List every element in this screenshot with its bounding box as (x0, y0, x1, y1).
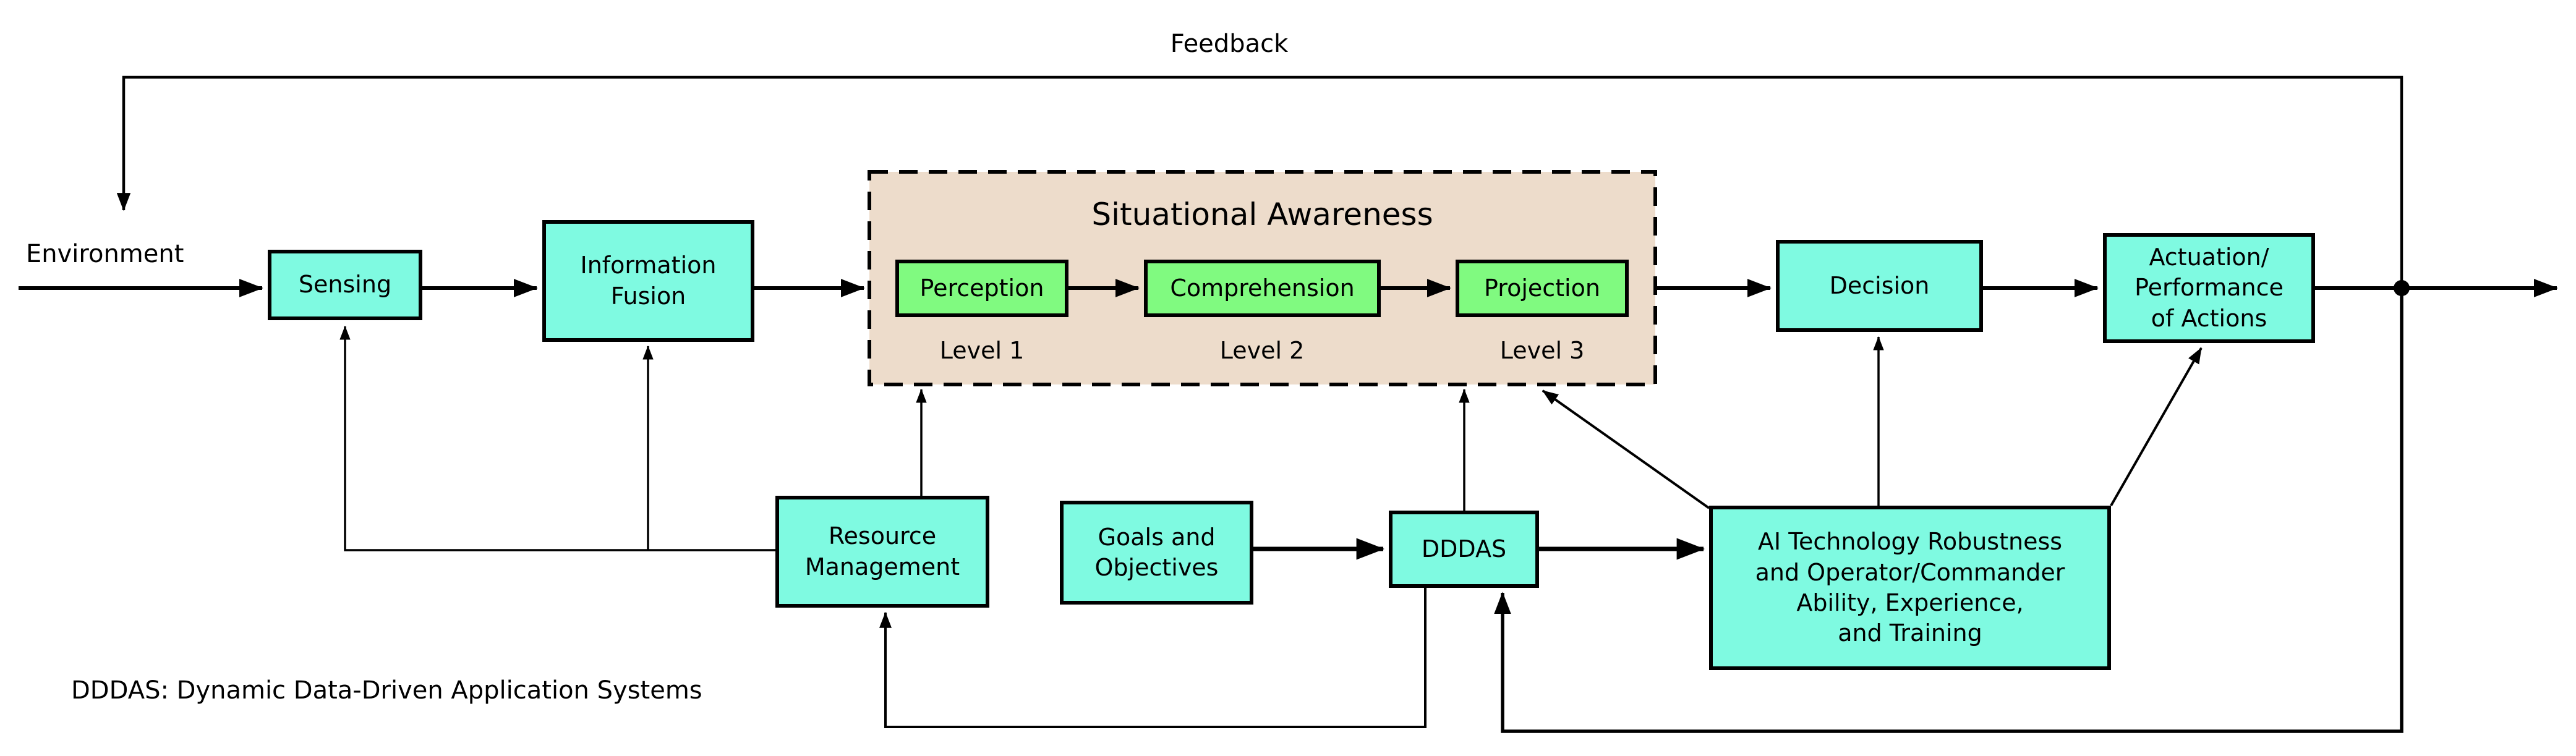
node-sensing: Sensing (268, 250, 422, 320)
node-dddas-label: DDDAS (1421, 535, 1507, 563)
sa-title: Situational Awareness (1091, 197, 1433, 232)
node-information-fusion-label: Information Fusion (580, 252, 717, 310)
node-comprehension: Comprehension (1144, 260, 1381, 317)
node-actuation-label: Actuation/ Performance of Actions (2135, 243, 2284, 332)
node-resource-management-label: Resource Management (804, 522, 960, 580)
node-resource-management: Resource Management (775, 496, 989, 608)
node-goals-objectives-label: Goals and Objectives (1094, 523, 1219, 581)
node-actuation: Actuation/ Performance of Actions (2103, 233, 2315, 343)
level-3-label: Level 3 (1499, 337, 1585, 364)
node-projection-label: Projection (1484, 274, 1600, 302)
node-projection: Projection (1456, 260, 1629, 317)
resource-to-sensing-line (339, 325, 775, 551)
node-perception: Perception (895, 260, 1068, 317)
level-1-label: Level 1 (939, 337, 1025, 364)
node-decision-label: Decision (1829, 271, 1930, 299)
node-ai-factors: AI Technology Robustness and Operator/Co… (1709, 506, 2111, 670)
node-comprehension-label: Comprehension (1170, 274, 1355, 302)
node-goals-objectives: Goals and Objectives (1060, 501, 1253, 605)
environment-label: Environment (26, 240, 184, 268)
level-2-label: Level 2 (1219, 337, 1305, 364)
dddas-to-resource-line (879, 588, 1427, 728)
ai-to-actuation-arrow (2110, 347, 2203, 506)
feedback-label: Feedback (1170, 30, 1289, 58)
ai-to-sa-arrow (1542, 389, 1710, 509)
feedback-loop-line (116, 75, 2403, 288)
node-sensing-label: Sensing (298, 271, 392, 299)
node-dddas: DDDAS (1389, 511, 1539, 588)
node-ai-factors-label: AI Technology Robustness and Operator/Co… (1755, 528, 2065, 647)
node-information-fusion: Information Fusion (542, 220, 754, 342)
feedback-to-dddas-line (1494, 288, 2403, 733)
caption-text: DDDAS: Dynamic Data-Driven Application S… (71, 676, 702, 705)
node-decision: Decision (1776, 240, 1983, 332)
node-perception-label: Perception (919, 274, 1044, 302)
